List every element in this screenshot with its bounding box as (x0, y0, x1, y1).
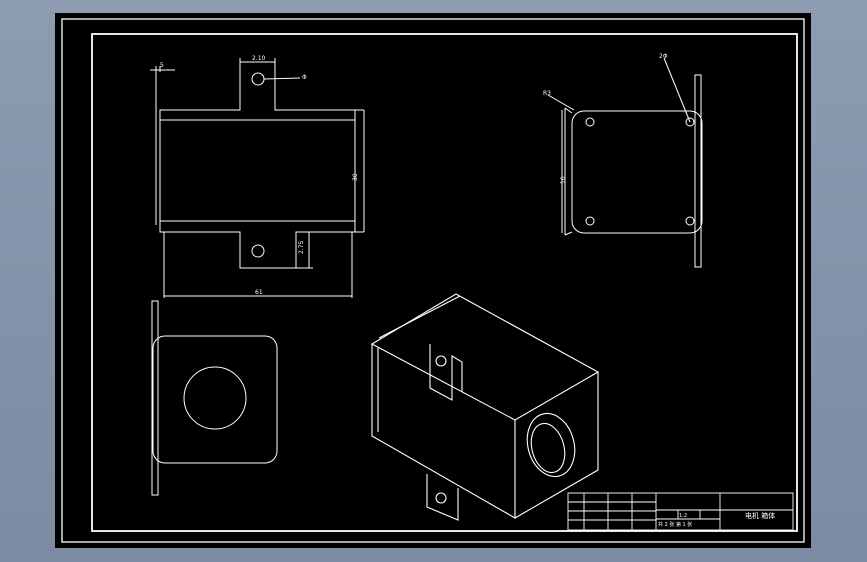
side-view-hole (685, 216, 695, 226)
end-view-bore (183, 366, 247, 430)
corner-callout-label: R3 (543, 90, 551, 97)
end-view (151, 300, 278, 496)
side-view-hole (585, 117, 595, 127)
iso-tab-hole-bottom (435, 492, 447, 504)
dim-height-label: 30 (352, 173, 359, 181)
hole-callout-label: 2Φ (659, 53, 668, 60)
side-view-flange (694, 74, 702, 268)
corner-leader-line (547, 94, 575, 111)
side-view-plate (571, 110, 703, 234)
iso-tab-bottom (426, 474, 459, 521)
side-view-hole (685, 117, 695, 127)
iso-bore-outer (526, 412, 576, 478)
iso-tab-hole-top (435, 355, 447, 367)
scale-value: 1:2 (679, 513, 687, 519)
front-view (150, 58, 365, 298)
title-block-frame (567, 492, 794, 531)
dim-tab-height-label: 2.75 (298, 240, 305, 254)
hole-callout-label: Φ (302, 74, 307, 81)
side-view (547, 57, 703, 268)
dim-overall-length-label: 61 (255, 289, 263, 296)
side-view-edge (564, 107, 573, 114)
dim-height-label: 10 (560, 176, 567, 184)
hole-leader-line (263, 77, 301, 80)
side-view-edge (564, 231, 573, 236)
end-view-plate (152, 335, 278, 464)
dim-left-offset-label: 5 (160, 62, 164, 69)
iso-end-face (514, 372, 599, 519)
iso-top-inner-edge (378, 295, 461, 339)
iso-bore-inner (530, 422, 566, 474)
drawing-title: 电机 箱体 (745, 511, 775, 520)
isometric-view (370, 293, 600, 521)
end-view-flange (151, 300, 159, 496)
iso-front-face (371, 344, 516, 519)
drawing-sheet (55, 13, 811, 548)
sheet-outer-border (61, 18, 805, 543)
sheet-info: 共 2 张 第 1 张 (658, 521, 692, 528)
hole-leader-line (663, 57, 691, 123)
drawing-frame (91, 33, 798, 532)
dim-tab-width-label: 2.10 (252, 55, 266, 62)
front-view-hole-bottom (251, 244, 265, 258)
side-view-hole (585, 216, 595, 226)
title-block (567, 492, 794, 531)
iso-tab-top (429, 344, 463, 401)
